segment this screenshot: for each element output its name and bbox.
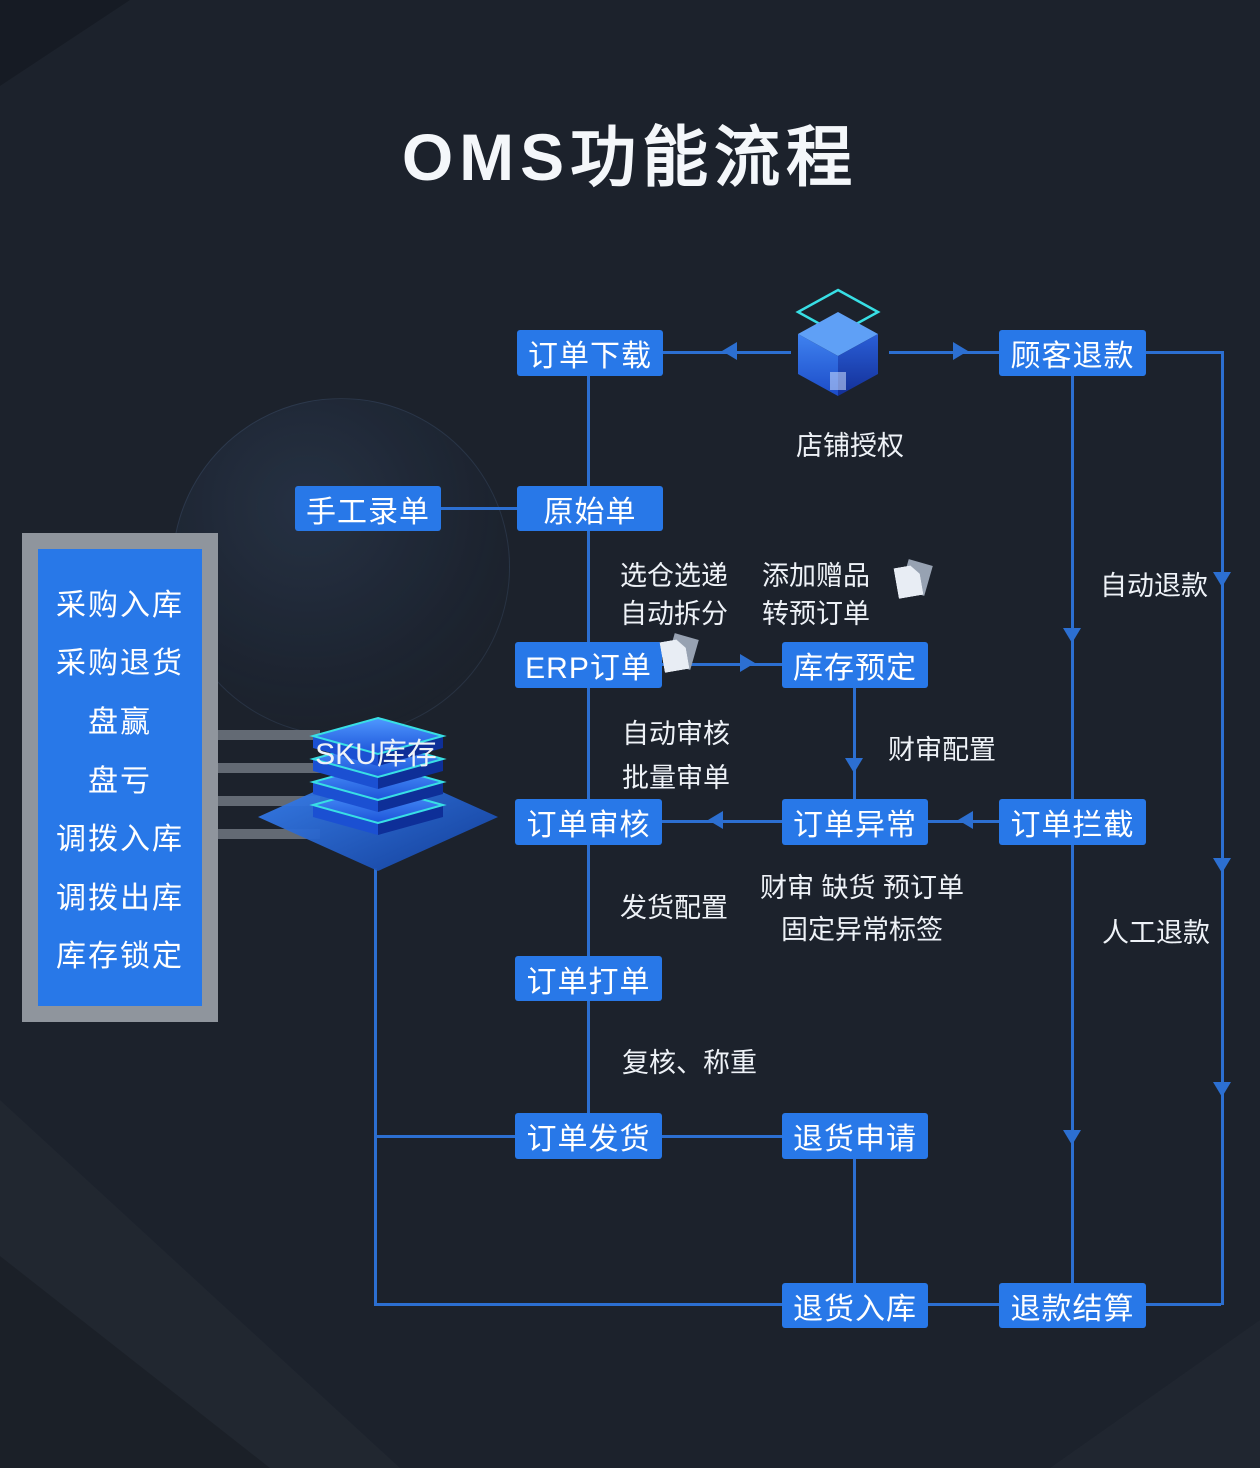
edge-intercept-to-settlement	[1071, 845, 1074, 1283]
document-icon	[896, 559, 936, 604]
panel-sku-connector	[208, 829, 320, 839]
node-return-inbound: 退货入库	[782, 1283, 928, 1328]
edge-sku-down	[374, 868, 377, 1306]
edge-cube-to-refund	[889, 351, 999, 354]
arrowhead	[1063, 628, 1081, 643]
edge-review-to-print	[587, 845, 590, 956]
inventory-ops-panel: 采购入库 采购退货 盘赢 盘亏 调拨入库 调拨出库 库存锁定	[22, 533, 218, 1022]
sku-stack-icon	[258, 716, 498, 871]
label-batch-review: 批量审单	[622, 763, 730, 793]
panel-item-transfer-in: 调拨入库	[56, 823, 184, 857]
edge-download-to-original	[587, 376, 590, 486]
label-add-gift: 添加赠品	[762, 561, 870, 591]
inventory-ops-panel-inner: 采购入库 采购退货 盘赢 盘亏 调拨入库 调拨出库 库存锁定	[38, 549, 202, 1006]
edge-refund-to-intercept	[1071, 376, 1074, 799]
node-manual-entry: 手工录单	[295, 486, 441, 531]
label-auto-refund: 自动退款	[1100, 571, 1208, 601]
corner-deco-bottom-left-light	[0, 1100, 400, 1468]
edge-left-to-ship	[375, 1135, 515, 1138]
edge-rightpath-down	[1221, 351, 1224, 1305]
node-order-ship: 订单发货	[515, 1113, 662, 1159]
label-exception-types: 财审 缺货 预订单	[759, 873, 965, 903]
node-erp-order: ERP订单	[515, 642, 662, 688]
corner-deco-bottom-left-dark	[0, 1256, 270, 1468]
label-manual-refund: 人工退款	[1102, 918, 1210, 948]
label-to-preorder: 转预订单	[762, 599, 870, 629]
sku-stock-label: SKU库存	[315, 738, 437, 771]
label-finance-config: 财审配置	[888, 735, 996, 765]
node-inventory-reserve: 库存预定	[782, 642, 928, 688]
edge-request-to-inbound	[853, 1159, 856, 1283]
edge-manual-to-original	[441, 507, 517, 510]
label-auto-review: 自动审核	[622, 719, 730, 749]
label-ship-config: 发货配置	[620, 893, 728, 923]
arrowhead	[722, 342, 737, 360]
panel-item-purchase-inbound: 采购入库	[56, 588, 184, 622]
node-return-request: 退货申请	[782, 1113, 928, 1159]
edge-erp-to-review	[587, 688, 590, 799]
panel-sku-connector	[208, 763, 320, 773]
document-icon	[662, 633, 702, 678]
store-auth-label: 店铺授权	[796, 431, 904, 461]
arrowhead	[1213, 572, 1231, 587]
panel-sku-connector	[208, 796, 320, 806]
panel-item-transfer-out: 调拨出库	[56, 881, 184, 915]
background-sphere	[172, 398, 510, 736]
edge-erp-to-reserve	[662, 663, 782, 666]
store-auth-cube-icon	[795, 288, 881, 396]
node-original-order: 原始单	[517, 486, 663, 531]
edge-original-to-erp	[587, 531, 590, 642]
arrowhead	[1063, 1130, 1081, 1145]
node-refund-settlement: 退款结算	[999, 1283, 1146, 1328]
edge-print-to-ship	[587, 1001, 590, 1113]
edge-refund-to-rightpath	[1146, 351, 1224, 354]
edge-reserve-to-exception	[853, 688, 856, 799]
page-title: OMS功能流程	[401, 120, 859, 194]
arrowhead	[740, 654, 755, 672]
node-customer-refund: 顾客退款	[999, 330, 1146, 376]
arrowhead	[953, 342, 968, 360]
edge-ship-to-request	[662, 1135, 782, 1138]
node-order-review: 订单审核	[515, 799, 662, 845]
panel-sku-connector	[208, 730, 320, 740]
panel-item-stock-gain: 盘赢	[88, 705, 152, 739]
arrowhead	[845, 758, 863, 773]
corner-deco-bottom-right	[1050, 1320, 1260, 1468]
node-order-intercept: 订单拦截	[999, 799, 1146, 845]
edge-inbound-to-settlement	[928, 1303, 999, 1306]
arrowhead	[708, 811, 723, 829]
label-recheck-weigh: 复核、称重	[622, 1048, 757, 1078]
edge-left-to-inbound	[375, 1303, 783, 1306]
node-order-download: 订单下载	[517, 330, 663, 376]
label-exception-tag: 固定异常标签	[781, 915, 943, 945]
node-order-print: 订单打单	[515, 956, 662, 1001]
node-order-exception: 订单异常	[782, 799, 928, 845]
arrowhead	[1213, 1082, 1231, 1097]
label-auto-split: 自动拆分	[620, 599, 728, 629]
corner-deco-top-left	[0, 0, 130, 86]
edge-rightpath-to-settlement	[1146, 1303, 1221, 1306]
label-pick-warehouse: 选仓选递	[620, 561, 728, 591]
panel-item-stock-lock: 库存锁定	[56, 940, 184, 974]
arrowhead	[1213, 858, 1231, 873]
panel-item-purchase-return: 采购退货	[56, 647, 184, 681]
panel-item-stock-loss: 盘亏	[88, 764, 152, 798]
arrowhead	[958, 811, 973, 829]
